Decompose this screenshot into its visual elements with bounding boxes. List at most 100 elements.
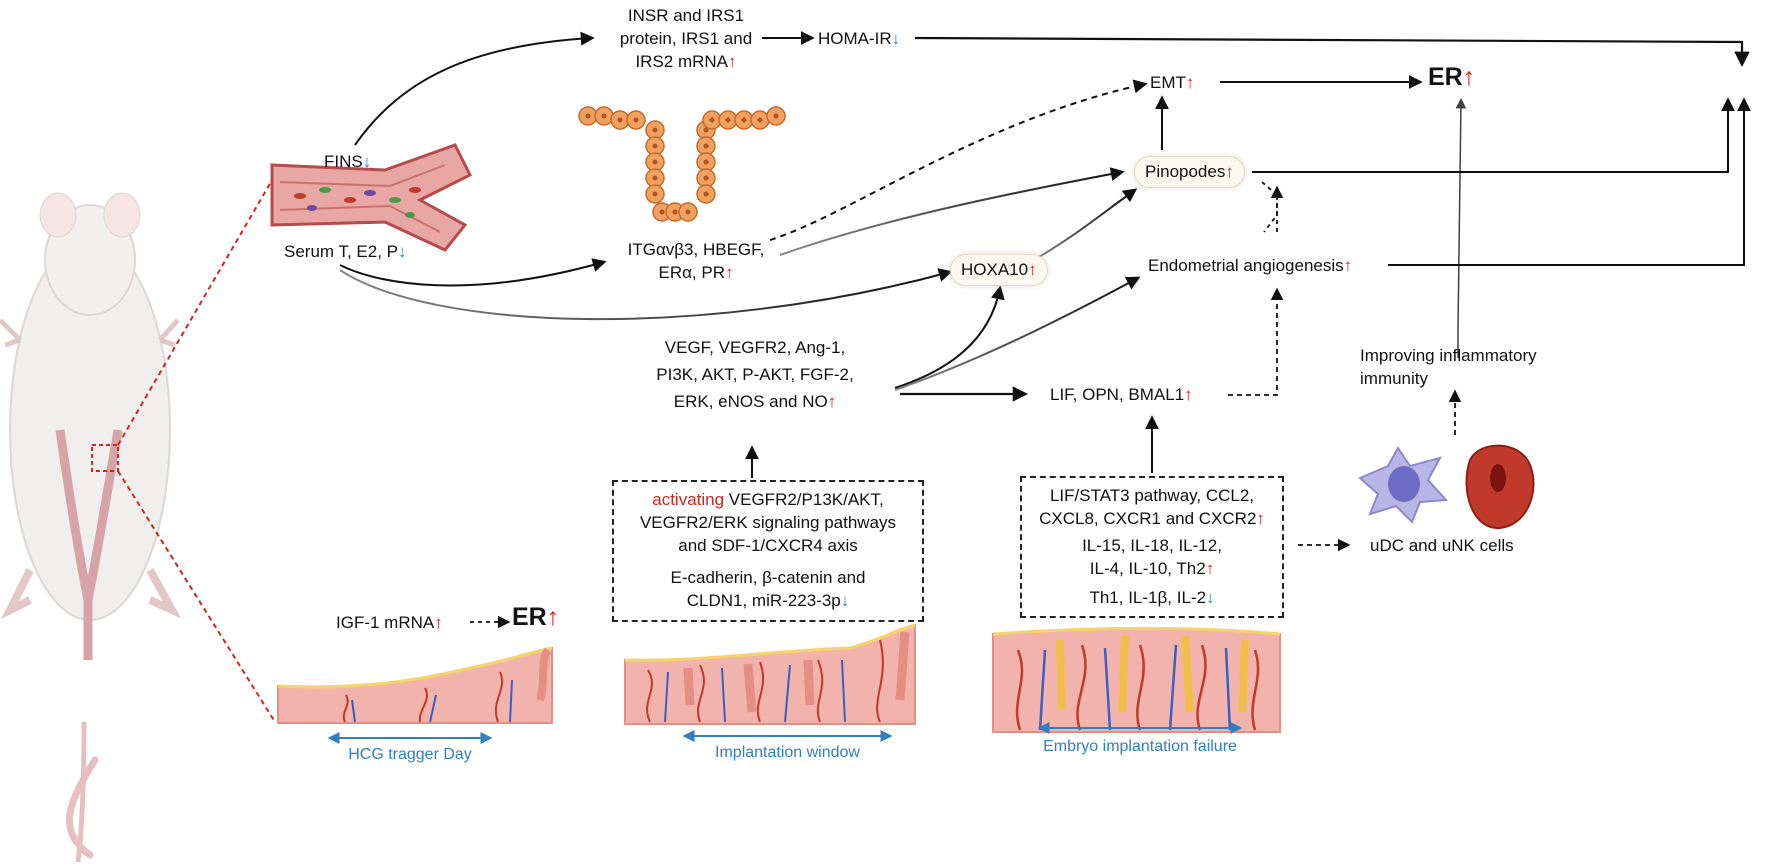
lif-text: LIF, OPN, BMAL1 — [1050, 385, 1185, 404]
improving-immunity-label: Improving inflammatory immunity — [1360, 344, 1537, 390]
down-arrow-icon: ↓ — [362, 152, 372, 171]
up-arrow-icon: ↑ — [434, 613, 443, 632]
vegf-line3: ERK, eNOS and NO↑ — [640, 388, 870, 415]
box2-line4-text: IL-4, IL-10, Th2 — [1089, 559, 1206, 578]
udc-cell-illustration — [1358, 446, 1449, 524]
box1-line5-text: CLDN1, miR-223-3p — [686, 591, 841, 610]
gland-cell-nucleus — [601, 113, 607, 119]
gland-cell-nucleus — [652, 143, 658, 149]
box1-line4: E-cadherin, β-catenin and — [670, 568, 866, 587]
emt-label: EMT↑ — [1150, 71, 1194, 94]
pinopodes-text: Pinopodes — [1145, 162, 1226, 181]
gland-cell-nucleus — [757, 117, 763, 123]
serum-text: Serum T, E2, P — [284, 242, 399, 261]
box1-line1: activating VEGFR2/P13K/AKT, — [614, 488, 922, 511]
gland-cell-nucleus — [709, 117, 715, 123]
itg-line2-text: ERα, PR — [658, 263, 725, 282]
up-arrow-icon: ↑ — [728, 52, 737, 71]
udc-unk-label: uDC and uNK cells — [1370, 536, 1514, 555]
up-arrow-icon: ↑ — [1256, 509, 1265, 528]
box1-line2: VEGFR2/ERK signaling pathways — [639, 513, 897, 532]
improving-line1: Improving inflammatory — [1360, 346, 1537, 365]
up-arrow-icon: ↑ — [1462, 63, 1476, 91]
pathway-box-implantation: activating VEGFR2/P13K/AKT, VEGFR2/ERK s… — [612, 480, 924, 622]
blood-vessel-illustration — [270, 143, 473, 252]
up-arrow-icon: ↑ — [1185, 73, 1195, 92]
up-arrow-icon: ↑ — [1205, 559, 1215, 578]
gland-cell-nucleus — [652, 127, 658, 133]
insr-line2: protein, IRS1 and — [619, 29, 753, 48]
pinopodes-node: Pinopodes↑ — [1134, 156, 1245, 188]
insr-line3: IRS2 mRNA↑ — [612, 50, 760, 73]
angiogenesis-text: Endometrial angiogenesis — [1148, 256, 1344, 275]
box2-line4: IL-4, IL-10, Th2↑ — [1022, 557, 1282, 580]
itg-label: ITGαvβ3, HBEGF, ERα, PR↑ — [612, 238, 780, 284]
homa-ir-text: HOMA-IR — [818, 29, 892, 48]
gland-cell-nucleus — [659, 209, 665, 215]
caption-hcg-day: HCG tragger Day — [348, 746, 472, 763]
box2-line2: CXCL8, CXCR1 and CXCR2↑ — [1022, 507, 1282, 530]
insr-irs-label: INSR and IRS1 protein, IRS1 and IRS2 mRN… — [612, 4, 760, 73]
igf-text: IGF-1 mRNA — [336, 613, 435, 632]
up-arrow-icon: ↑ — [1184, 385, 1193, 404]
down-arrow-icon: ↓ — [840, 591, 850, 610]
serum-label: Serum T, E2, P↓ — [284, 240, 407, 263]
fins-text: FINS — [324, 152, 363, 171]
up-arrow-icon: ↑ — [1225, 162, 1234, 181]
gland-cell-nucleus — [652, 175, 658, 181]
pathway-box-failure: LIF/STAT3 pathway, CCL2, CXCL8, CXCR1 an… — [1020, 476, 1284, 618]
emt-text: EMT — [1150, 73, 1186, 92]
gland-cell-nucleus — [741, 117, 747, 123]
up-arrow-icon: ↑ — [827, 392, 837, 411]
insr-line1: INSR and IRS1 — [627, 6, 745, 25]
itg-line2: ERα, PR↑ — [612, 261, 780, 284]
igf-label: IGF-1 mRNA↑ — [336, 611, 443, 634]
up-arrow-icon: ↑ — [1028, 260, 1037, 279]
up-arrow-icon: ↑ — [725, 263, 734, 282]
gland-cell-nucleus — [725, 117, 731, 123]
unk-cell-illustration — [1465, 444, 1535, 530]
lif-opn-bmal1-label: LIF, OPN, BMAL1↑ — [1050, 383, 1193, 406]
er-bottom-label: ER↑ — [512, 605, 559, 630]
box2-line5-text: Th1, IL-1β, IL-2 — [1089, 588, 1207, 607]
gland-cell-nucleus — [652, 159, 658, 165]
gland-cell-nucleus — [685, 209, 691, 215]
gland-cell-nucleus — [703, 127, 709, 133]
tissue-hcg-day — [277, 646, 553, 724]
fins-label: FINS↓ — [324, 150, 371, 173]
itg-line1: ITGαvβ3, HBEGF, — [627, 240, 765, 259]
tissue-implantation-failure — [992, 626, 1281, 733]
down-arrow-icon: ↓ — [891, 29, 901, 48]
gland-cell-nucleus — [672, 209, 678, 215]
down-arrow-icon: ↓ — [1206, 588, 1215, 607]
gland-cell-nucleus — [652, 191, 658, 197]
box1-line1-rest: VEGFR2/P13K/AKT, — [724, 490, 884, 509]
gland-cell-nucleus — [585, 113, 591, 119]
gland-cell-nucleus — [617, 117, 623, 123]
box1-activating: activating — [652, 490, 725, 509]
endometrial-gland-illustration — [578, 106, 786, 222]
gland-cell-nucleus — [703, 175, 709, 181]
vegf-line2: PI3K, AKT, P-AKT, FGF-2, — [656, 365, 854, 384]
box2-line3: IL-15, IL-18, IL-12, — [1082, 536, 1222, 555]
vegf-line1: VEGF, VEGFR2, Ang-1, — [664, 338, 846, 357]
gland-cell-nucleus — [633, 117, 639, 123]
down-arrow-icon: ↓ — [398, 242, 407, 261]
hoxa10-text: HOXA10 — [961, 260, 1029, 279]
hoxa10-node: HOXA10↑ — [950, 254, 1048, 286]
mouse-illustration — [0, 192, 182, 863]
gland-cell-nucleus — [703, 191, 709, 197]
box1-line3: and SDF-1/CXCR4 axis — [678, 536, 858, 555]
gland-cell-nucleus — [703, 159, 709, 165]
box2-line5: Th1, IL-1β, IL-2↓ — [1022, 586, 1282, 609]
box2-line2-text: CXCL8, CXCR1 and CXCR2 — [1039, 509, 1257, 528]
er-top-text: ER — [1428, 63, 1463, 91]
caption-implantation-failure: Embryo implantation failure — [1043, 738, 1237, 755]
box1-line5: CLDN1, miR-223-3p↓ — [614, 589, 922, 612]
gland-cell-nucleus — [773, 113, 779, 119]
vegf-line3-text: ERK, eNOS and NO — [673, 392, 828, 411]
box2-line1: LIF/STAT3 pathway, CCL2, — [1049, 486, 1255, 505]
angiogenesis-label: Endometrial angiogenesis↑ — [1148, 254, 1352, 277]
